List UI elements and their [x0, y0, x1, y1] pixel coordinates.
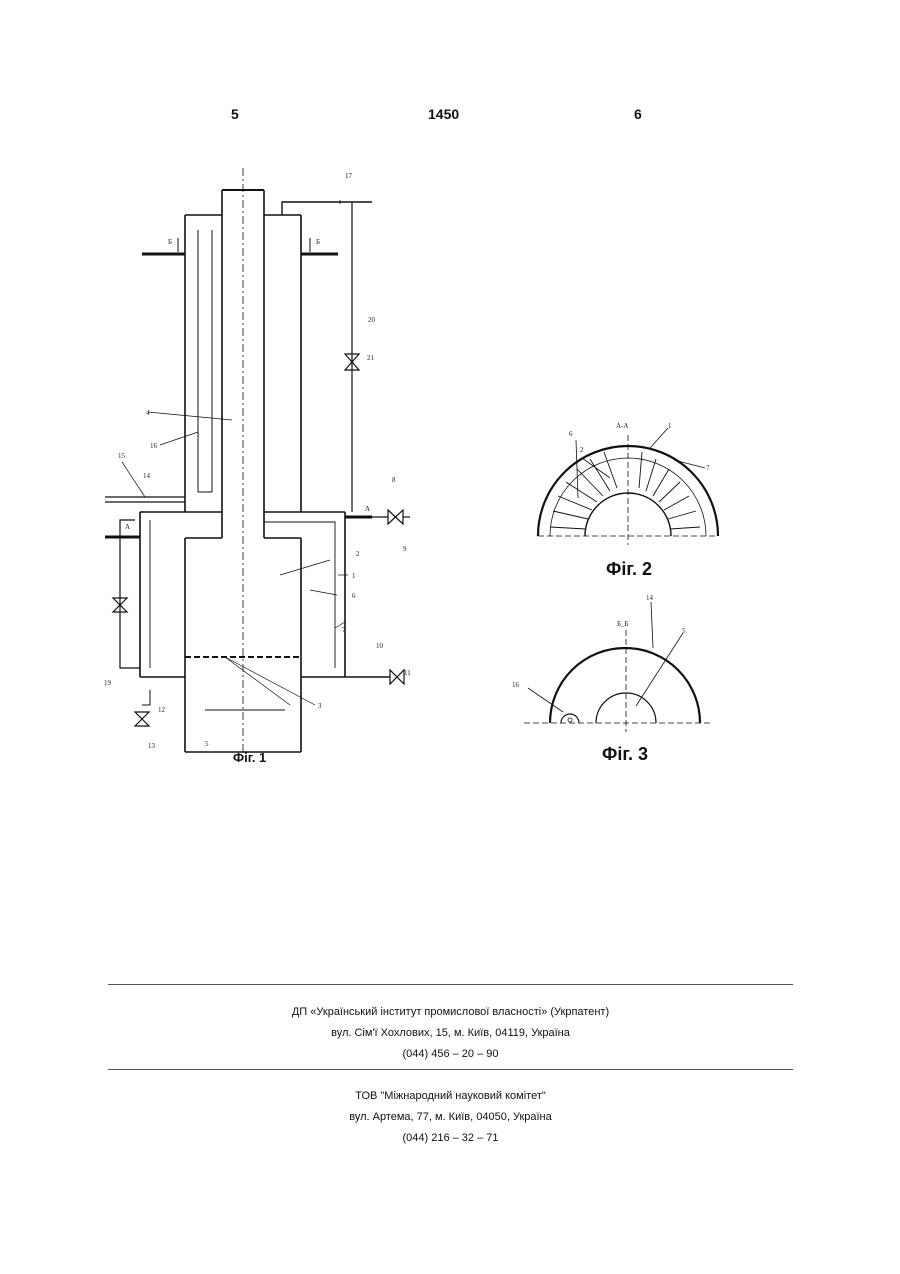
- fig2-label-2: 2: [580, 446, 584, 454]
- fig3-section-mark: Б_Б: [617, 620, 629, 628]
- publisher-address: вул. Артема, 77, м. Київ, 04050, Україна: [108, 1111, 793, 1123]
- fig1-label-15: 15: [118, 452, 126, 460]
- fig3-label-5: 5: [682, 627, 686, 635]
- fig1-label-11: 11: [404, 669, 411, 677]
- fig1-label-7: 7: [342, 626, 346, 634]
- footer-rule-middle: [108, 1069, 793, 1070]
- figure-3-caption: Фіг. 3: [602, 744, 648, 764]
- patent-office-address: вул. Сім'ї Хохлових, 15, м. Київ, 04119,…: [108, 1027, 793, 1039]
- fig1-label-13: 13: [148, 742, 156, 750]
- fig1-label-19: 19: [104, 679, 112, 687]
- figure-2-caption: Фіг. 2: [606, 559, 652, 579]
- fig1-label-14: 14: [143, 472, 151, 480]
- footer-rule-top: [108, 984, 793, 985]
- patent-drawings: 17 Б Б 20 21 4 16 15 14 8 А А 9 2 1 6 7 …: [0, 0, 900, 800]
- fig3-label-14: 14: [646, 594, 654, 602]
- fig1-label-16: 16: [150, 442, 158, 450]
- fig1-label-b-left: Б: [168, 238, 172, 246]
- figure-1-caption: Фіг. 1: [233, 750, 266, 765]
- publisher-phone: (044) 216 – 32 – 71: [108, 1132, 793, 1144]
- fig3-label-16: 16: [512, 681, 520, 689]
- fig2-label-1: 1: [668, 422, 672, 430]
- figure-1-drawing: [105, 168, 410, 752]
- figure-2-drawing: [538, 428, 718, 545]
- fig1-label-12: 12: [158, 706, 166, 714]
- fig1-label-21: 21: [367, 354, 375, 362]
- fig1-label-10: 10: [376, 642, 384, 650]
- fig1-label-6: 6: [352, 592, 356, 600]
- fig2-section-mark: А-А: [616, 422, 628, 430]
- fig1-label-20: 20: [368, 316, 376, 324]
- fig1-label-3: 3: [318, 702, 322, 710]
- fig1-label-a-left: А: [125, 523, 130, 531]
- fig1-label-1: 1: [352, 572, 356, 580]
- fig1-label-17: 17: [345, 172, 353, 180]
- fig1-label-8: 8: [392, 476, 396, 484]
- fig2-label-7: 7: [706, 464, 710, 472]
- patent-office-phone: (044) 456 – 20 – 90: [108, 1048, 793, 1060]
- fig1-label-b-right: Б: [316, 238, 320, 246]
- publisher-name: ТОВ "Міжнародний науковий комітет": [108, 1090, 793, 1102]
- fig1-label-5: 5: [205, 740, 209, 748]
- fig1-label-2: 2: [356, 550, 360, 558]
- fig1-label-a-right: А: [365, 505, 370, 513]
- fig1-label-9: 9: [403, 545, 407, 553]
- fig1-label-4: 4: [146, 409, 150, 417]
- fig2-label-6: 6: [569, 430, 573, 438]
- patent-office-name: ДП «Український інститут промислової вла…: [108, 1006, 793, 1018]
